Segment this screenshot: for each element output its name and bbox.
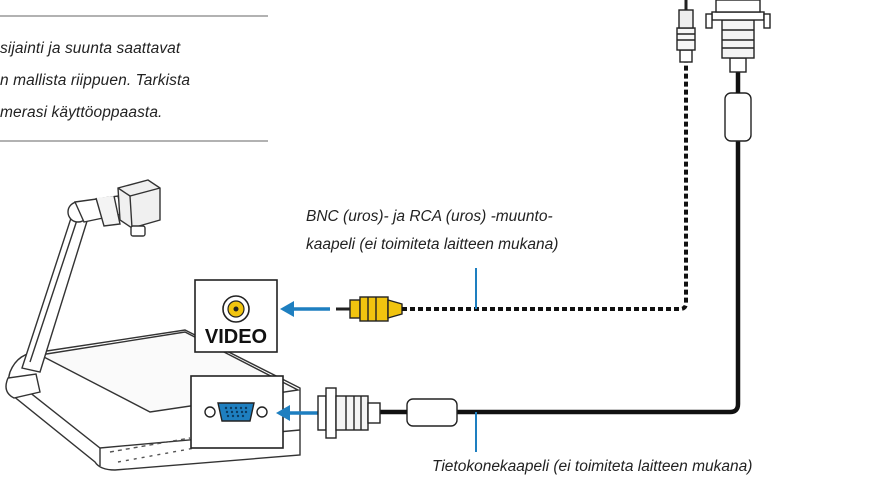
note-line-3: merasi käyttöoppaasta. bbox=[0, 104, 163, 121]
rca-plug bbox=[336, 296, 403, 322]
vga-connector-top bbox=[705, 0, 771, 73]
computer-arrow bbox=[276, 405, 318, 421]
video-input-panel bbox=[194, 279, 278, 353]
bnc-rca-cable bbox=[402, 62, 688, 311]
bnc-caption-line-2: kaapeli (ei toimiteta laitteen mukana) bbox=[306, 236, 559, 253]
video-panel-label: VIDEO bbox=[204, 326, 268, 348]
computer-cable bbox=[456, 140, 741, 415]
ferrite-core-bottom bbox=[406, 398, 458, 427]
video-arrow bbox=[280, 301, 330, 317]
note-line-2: n mallista riippuen. Tarkista bbox=[0, 72, 191, 89]
ferrite-core-top bbox=[724, 92, 752, 142]
video-jack-pin bbox=[233, 306, 239, 312]
document-camera bbox=[5, 179, 301, 471]
computer-input-panel bbox=[190, 375, 284, 449]
vga-connector-side bbox=[317, 387, 381, 439]
bnc-caption-line-1: BNC (uros)- ja RCA (uros) -muunto- bbox=[306, 208, 553, 225]
computer-caption: Tietokonekaapeli (ei toimiteta laitteen … bbox=[432, 458, 753, 475]
bnc-connector bbox=[676, 0, 696, 63]
note-line-1: sijainti ja suunta saattavat bbox=[0, 40, 181, 57]
